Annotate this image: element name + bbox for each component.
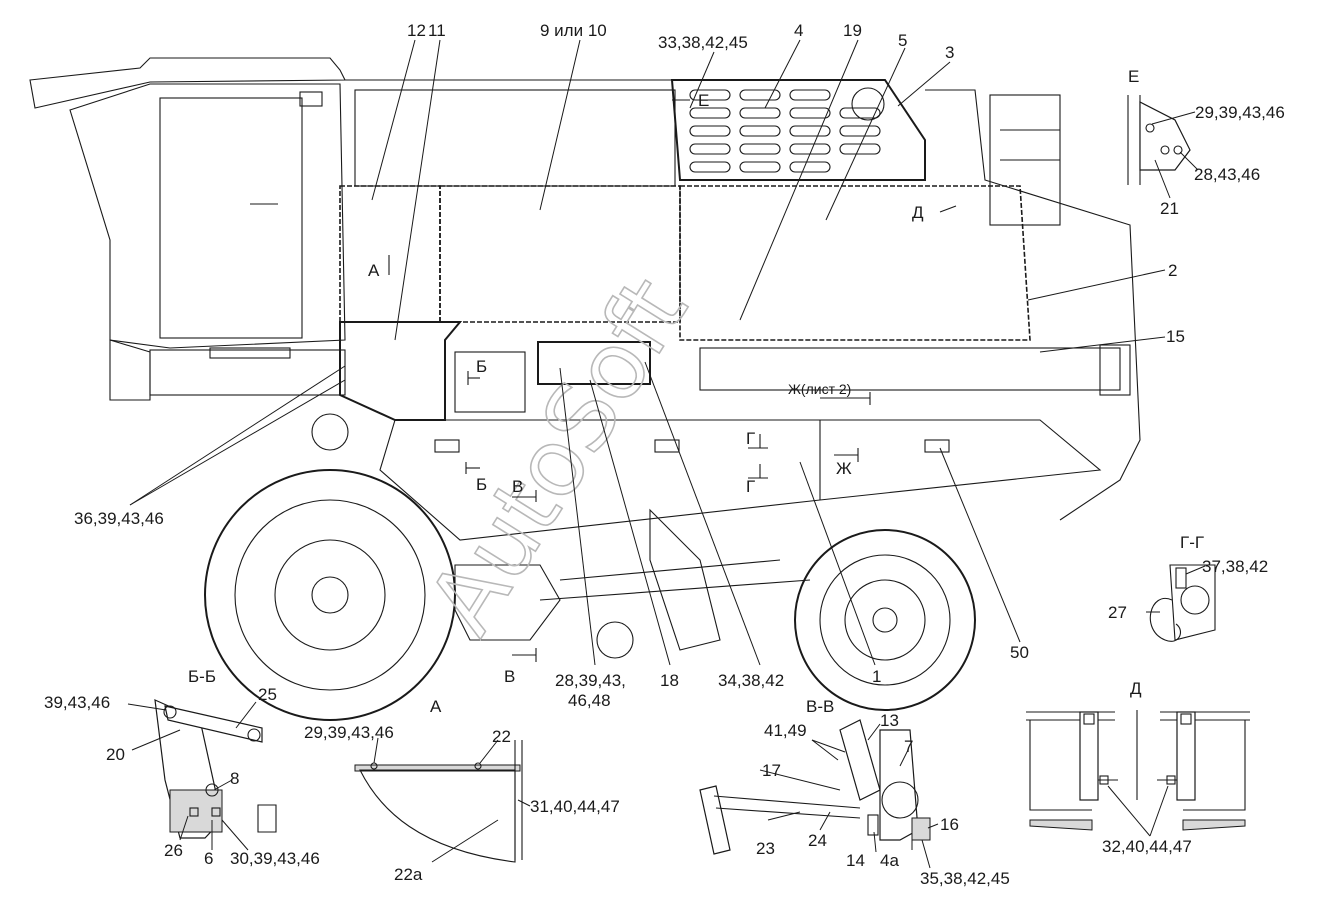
view-g-g: Г-Г 37,38,42 27	[1108, 533, 1268, 642]
view-d: Д 32,40,44,47	[1026, 679, 1250, 856]
rear-wheel	[794, 529, 976, 711]
view-bb-label-8: 8	[230, 769, 239, 788]
view-a: А 29,39,43,46 22 31,40,44,47 22а	[304, 697, 620, 884]
view-vv-label-7: 7	[904, 737, 913, 756]
view-vv-label-41: 41,49	[764, 721, 807, 740]
view-e-label-28: 28,43,46	[1194, 165, 1260, 184]
section-mark-e: Е	[698, 91, 709, 110]
front-wheel	[204, 469, 456, 721]
callout-28-cont: 46,48	[568, 691, 611, 710]
view-vv-label-23: 23	[756, 839, 775, 858]
main-callouts: 12 11 9 или 10 33,38,42,45 4 19 5 3 2 15…	[74, 21, 1185, 710]
view-a-label-29: 29,39,43,46	[304, 723, 394, 742]
section-mark-zh: Ж	[836, 459, 852, 478]
section-mark-d: Д	[912, 203, 924, 222]
view-bb-label-20: 20	[106, 745, 125, 764]
view-vv-label-14: 14	[846, 851, 865, 870]
grille-slots	[689, 87, 885, 173]
view-a-title: А	[430, 697, 442, 716]
section-mark-v-bottom: В	[504, 667, 515, 686]
view-bb-label-26: 26	[164, 841, 183, 860]
view-e-title: Е	[1128, 67, 1139, 86]
idler-pulley	[596, 621, 634, 659]
callout-33: 33,38,42,45	[658, 33, 748, 52]
view-a-label-31: 31,40,44,47	[530, 797, 620, 816]
view-e: Е 29,39,43,46 28,43,46 21	[1127, 67, 1285, 218]
callout-50: 50	[1010, 643, 1029, 662]
view-bb-label-30: 30,39,43,46	[230, 849, 320, 868]
section-mark-b-top: Б	[476, 357, 487, 376]
callout-1: 1	[872, 667, 881, 686]
section-mark-v: В	[512, 477, 523, 496]
watermark-text: AutoSoft	[408, 260, 708, 652]
callout-2: 2	[1168, 261, 1177, 280]
view-b-b: Б-Б 39,43,46 25 20 8 26 6 30,39,43,46	[44, 667, 320, 868]
view-vv-label-13: 13	[880, 711, 899, 730]
section-mark-g-low: Г	[746, 477, 755, 496]
leader-lines	[129, 39, 1166, 666]
view-bb-label-25: 25	[258, 685, 277, 704]
drive-pulley	[311, 413, 349, 451]
view-gg-label-27: 27	[1108, 603, 1127, 622]
view-vv-label-17: 17	[762, 761, 781, 780]
callout-18: 18	[660, 671, 679, 690]
callout-9-or-10: 9 или 10	[540, 21, 607, 40]
section-mark-g: Г	[746, 429, 755, 448]
callout-5: 5	[898, 31, 907, 50]
view-vv-title: В-В	[806, 697, 834, 716]
view-gg-label-37: 37,38,42	[1202, 557, 1268, 576]
view-bb-label-39: 39,43,46	[44, 693, 110, 712]
view-vv-label-16: 16	[940, 815, 959, 834]
section-mark-b: Б	[476, 475, 487, 494]
view-a-label-22a: 22а	[394, 865, 423, 884]
view-vv-label-4a: 4а	[880, 851, 899, 870]
section-arrows	[388, 99, 957, 662]
view-e-label-29: 29,39,43,46	[1195, 103, 1285, 122]
callout-12: 12	[407, 21, 426, 40]
view-d-label-32: 32,40,44,47	[1102, 837, 1192, 856]
section-mark-a: А	[368, 261, 380, 280]
view-e-label-21: 21	[1160, 199, 1179, 218]
callout-11: 11	[428, 21, 446, 40]
view-v-v: В-В 13 41,49 7 17 16 23 24 14 4а 35,38,4…	[699, 697, 1010, 888]
view-vv-label-24: 24	[808, 831, 827, 850]
view-d-title: Д	[1130, 679, 1142, 698]
callout-3: 3	[945, 43, 954, 62]
callout-19: 19	[843, 21, 862, 40]
combine-body	[29, 57, 1141, 651]
view-gg-title: Г-Г	[1180, 533, 1204, 552]
callout-28: 28,39,43,	[555, 671, 626, 690]
callout-4: 4	[794, 21, 803, 40]
callout-34: 34,38,42	[718, 671, 784, 690]
view-a-label-22: 22	[492, 727, 511, 746]
view-bb-label-6: 6	[204, 849, 213, 868]
section-mark-zh-sheet: Ж(лист 2)	[788, 381, 851, 397]
callout-36: 36,39,43,46	[74, 509, 164, 528]
view-vv-label-35: 35,38,42,45	[920, 869, 1010, 888]
callout-15: 15	[1166, 327, 1185, 346]
view-bb-title: Б-Б	[188, 667, 216, 686]
